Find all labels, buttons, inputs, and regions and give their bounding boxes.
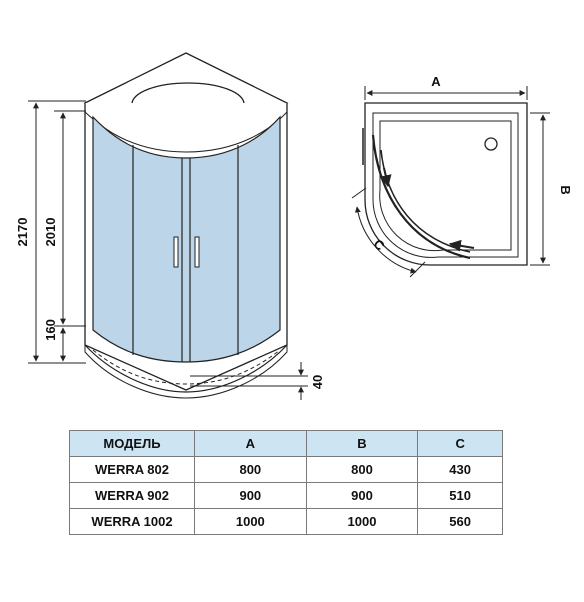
table-row: WERRA 802 800 800 430 bbox=[69, 456, 503, 483]
header-a: A bbox=[194, 430, 307, 457]
cell-a: 900 bbox=[194, 482, 307, 509]
plan-view bbox=[362, 102, 528, 266]
cell-c: 430 bbox=[417, 456, 503, 483]
table-row: WERRA 1002 1000 1000 560 bbox=[69, 508, 503, 535]
cell-b: 800 bbox=[305, 456, 419, 483]
cell-c: 510 bbox=[417, 482, 503, 509]
cell-model: WERRA 902 bbox=[69, 482, 195, 509]
drain-icon bbox=[484, 137, 498, 151]
dim-a-label: A bbox=[431, 74, 441, 89]
cell-model: WERRA 1002 bbox=[69, 508, 195, 535]
door-arrow-lower bbox=[448, 239, 475, 252]
table-header-row: МОДЕЛЬ A B C bbox=[69, 430, 503, 457]
dim-total-height-label: 2170 bbox=[15, 218, 30, 247]
header-b: B bbox=[305, 430, 419, 457]
glass-panels bbox=[92, 115, 281, 363]
dim-b-label: B bbox=[558, 185, 573, 194]
front-view-cabin bbox=[83, 52, 289, 399]
dim-cabin-height-label: 2010 bbox=[43, 218, 58, 247]
header-c: C bbox=[417, 430, 503, 457]
spec-table: МОДЕЛЬ A B C WERRA 802 800 800 430 WERRA… bbox=[69, 430, 503, 535]
front-view-dimensions bbox=[28, 100, 308, 400]
cell-b: 1000 bbox=[305, 508, 419, 535]
cell-c: 560 bbox=[417, 508, 503, 535]
header-model: МОДЕЛЬ bbox=[69, 430, 195, 457]
cell-b: 900 bbox=[305, 482, 419, 509]
door-arrow-upper bbox=[379, 167, 392, 188]
table-row: WERRA 902 900 900 510 bbox=[69, 482, 503, 509]
dim-tray-height-label: 160 bbox=[43, 319, 58, 341]
cell-model: WERRA 802 bbox=[69, 456, 195, 483]
cell-a: 1000 bbox=[194, 508, 307, 535]
door-handle-left bbox=[173, 236, 179, 268]
shower-tray bbox=[84, 344, 288, 393]
dim-step-label: 40 bbox=[310, 375, 325, 389]
door-handle-right bbox=[194, 236, 200, 268]
plan-view-dimensions bbox=[351, 86, 550, 278]
cell-a: 800 bbox=[194, 456, 307, 483]
